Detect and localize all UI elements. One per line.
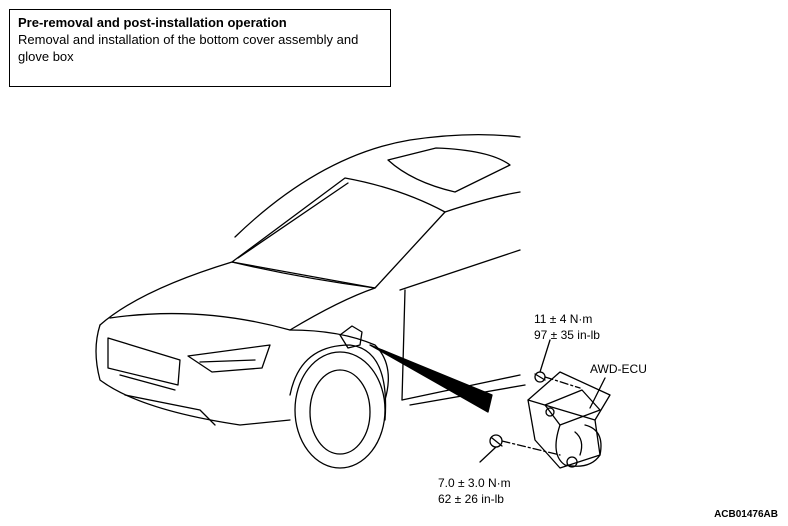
upper-torque-metric: 11 ± 4 N·m xyxy=(534,312,593,326)
pre-removal-note: Pre-removal and post-installation operat… xyxy=(9,9,391,87)
lower-bolt xyxy=(489,434,503,448)
roof-line xyxy=(234,133,521,238)
upper-torque-leader xyxy=(539,339,551,373)
awd-ecu-label: AWD-ECU xyxy=(590,362,647,376)
lower-torque-metric: 7.0 ± 3.0 N·m xyxy=(438,476,511,490)
lower-torque-leader xyxy=(479,446,497,463)
lower-torque-imperial: 62 ± 26 in-lb xyxy=(438,492,504,506)
wheel-arch xyxy=(289,344,387,421)
sunroof xyxy=(387,147,511,193)
upper-bolt xyxy=(534,371,546,383)
front-wheel xyxy=(294,351,386,469)
headlight xyxy=(187,344,271,373)
front-bumper xyxy=(95,324,291,426)
note-title: Pre-removal and post-installation operat… xyxy=(18,15,287,30)
windshield xyxy=(231,177,446,289)
side-mirror xyxy=(339,325,363,349)
hood xyxy=(99,261,376,331)
note-body: Removal and installation of the bottom c… xyxy=(18,32,359,64)
figure-code: ACB01476AB xyxy=(714,509,778,520)
ecu-leader xyxy=(589,377,606,409)
fender xyxy=(289,329,389,401)
upper-torque-imperial: 97 ± 35 in-lb xyxy=(534,328,600,342)
side-window xyxy=(444,191,521,213)
awd-ecu-assembly xyxy=(527,371,611,469)
callout-wedge xyxy=(369,344,493,413)
grille xyxy=(107,337,181,386)
